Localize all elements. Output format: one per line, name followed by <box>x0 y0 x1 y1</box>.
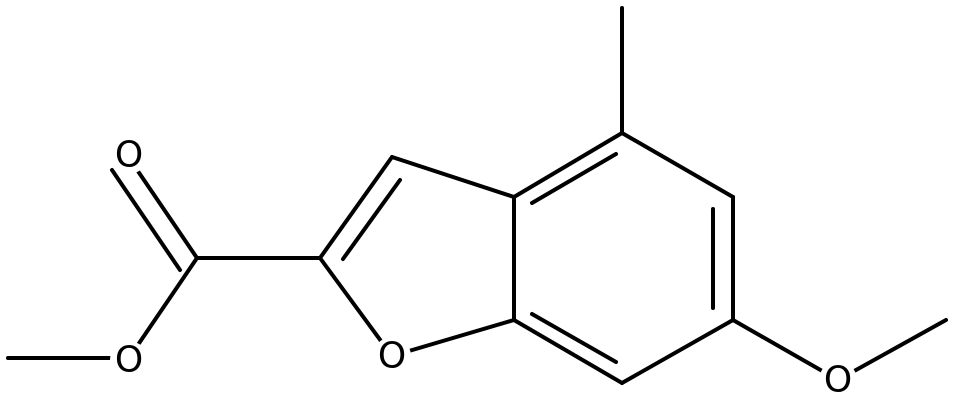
bond-carbonyl-ester-o <box>127 256 199 360</box>
bond-c3a-c4-inner <box>530 152 618 205</box>
carbonyl-oxygen-label: O <box>115 135 143 176</box>
bond-c7-c7a-inner <box>530 312 618 364</box>
bond-carbonyl-o-double-a <box>127 156 199 260</box>
furan-oxygen-atom: O <box>373 336 411 377</box>
bond-c2-o1 <box>318 256 394 358</box>
bond-c4-c5 <box>620 131 735 199</box>
ester-oxygen-label: O <box>115 340 143 381</box>
bond-c3a-c4 <box>512 131 624 199</box>
bond-methoxy-o-methyl <box>836 318 948 382</box>
bond-c7-c7a <box>512 318 624 385</box>
bond-o1-c7a <box>390 318 516 358</box>
methoxy-oxygen-atom: O <box>819 360 857 401</box>
carbonyl-oxygen-atom: O <box>110 135 148 176</box>
bond-c3-c2 <box>318 155 394 260</box>
bond-c3-c2-inner <box>341 178 402 261</box>
bond-carbonyl-o-double-b <box>110 168 182 272</box>
furan-oxygen-label: O <box>378 336 406 377</box>
bond-c6-c7 <box>620 318 735 385</box>
bond-c3a-c3 <box>390 155 516 199</box>
ester-oxygen-atom: O <box>110 340 148 381</box>
methoxy-oxygen-label: O <box>824 360 852 401</box>
bond-c6-methoxy-o <box>731 318 840 382</box>
